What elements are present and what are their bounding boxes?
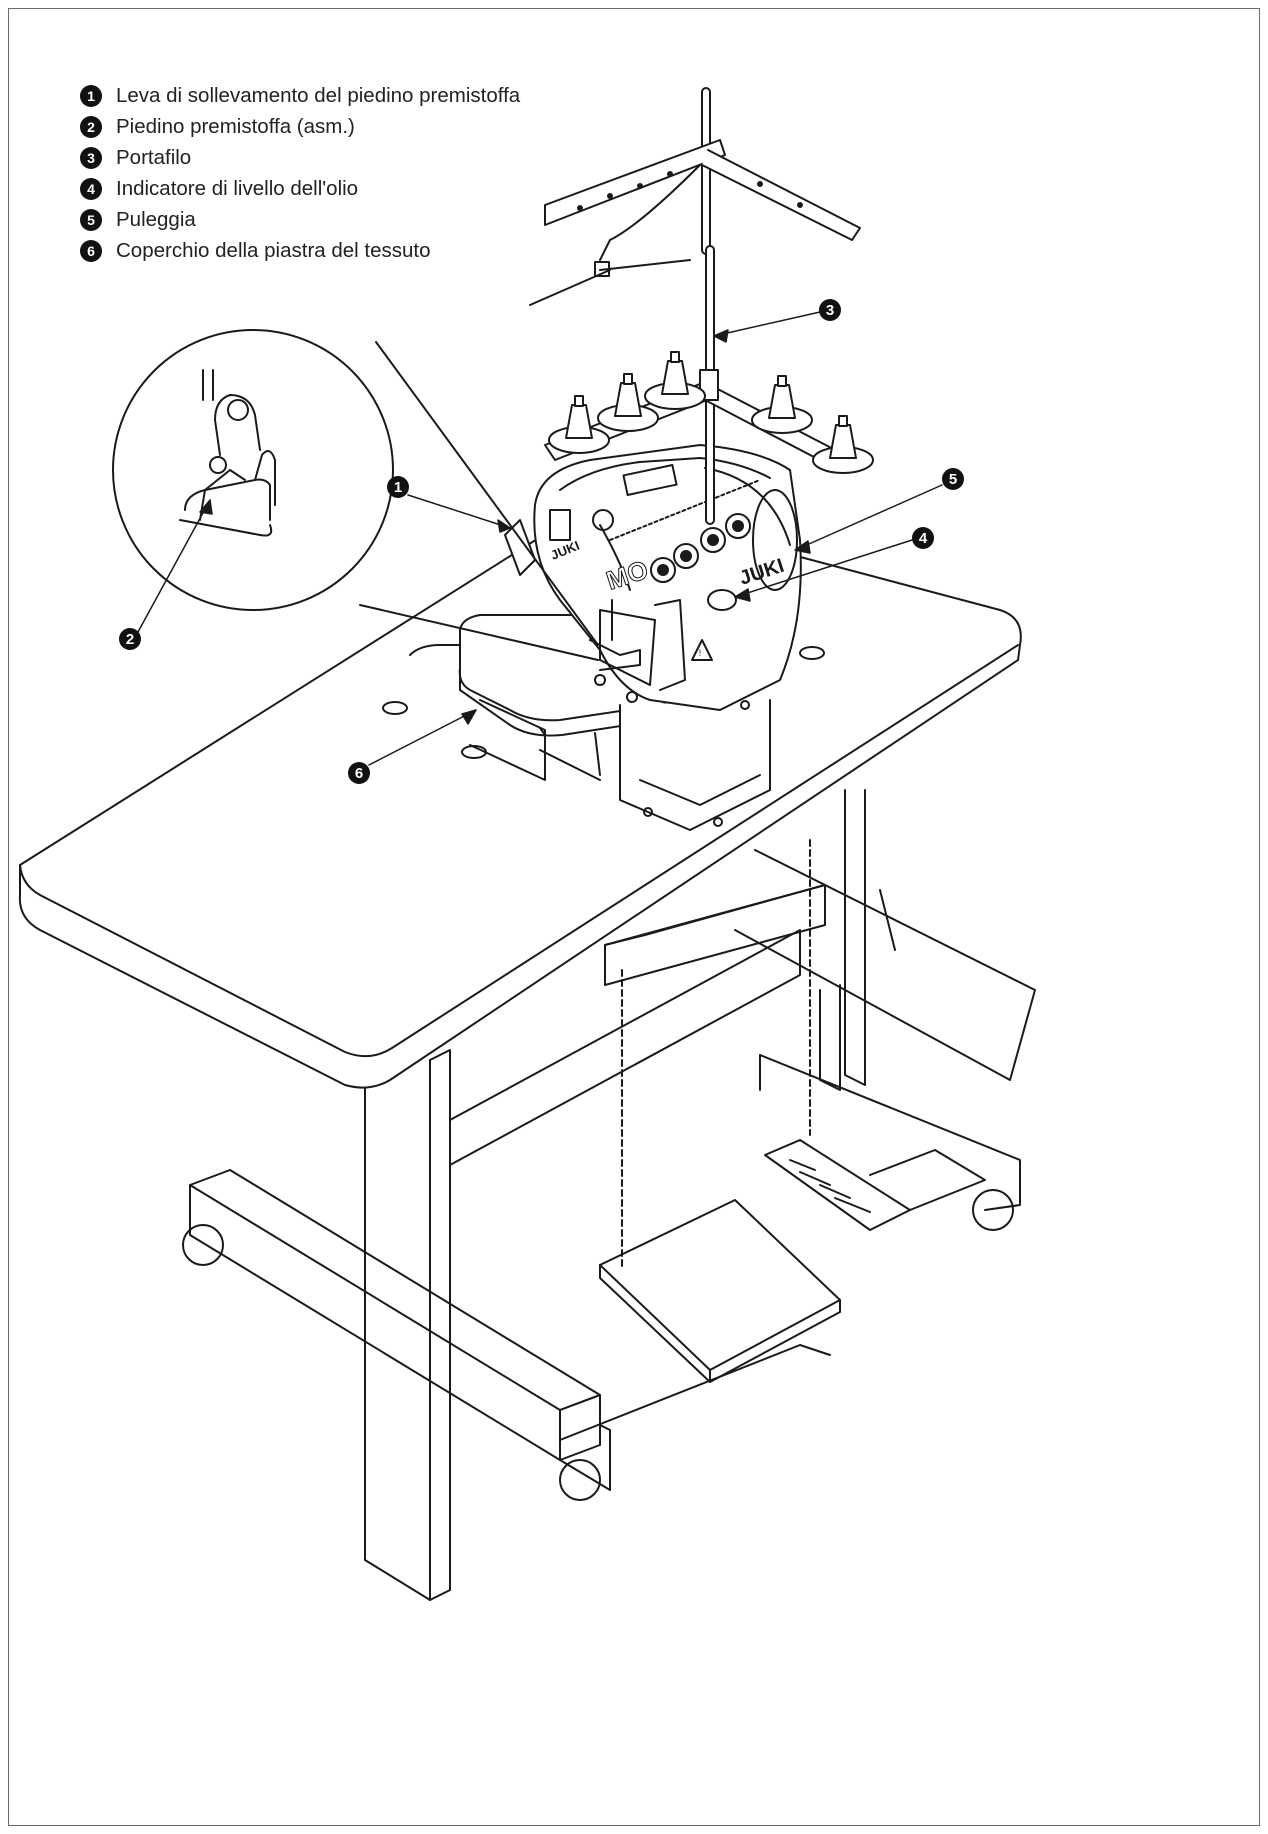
legend-item-2: 2 Piedino premistoffa (asm.) — [80, 111, 520, 142]
overlock-machine-head: ! JUKI JUKI MO — [504, 444, 802, 711]
leader-2 — [137, 499, 211, 633]
legend-number-badge: 4 — [80, 177, 102, 200]
pedal — [599, 1199, 841, 1383]
svg-text:4: 4 — [919, 530, 928, 547]
foot-pedal-plate — [764, 1139, 986, 1231]
legend-item-1: 1 Leva di sollevamento del piedino premi… — [80, 80, 520, 111]
legend-label: Leva di sollevamento del piedino premist… — [116, 83, 521, 107]
svg-text:1: 1 — [394, 479, 402, 496]
legend-number-badge: 5 — [80, 208, 102, 231]
callout-1: 1 — [387, 476, 409, 498]
leader-6 — [368, 709, 477, 766]
legend-label: Puleggia — [116, 207, 196, 231]
legend-item-3: 3 Portafilo — [80, 142, 520, 173]
leader-4 — [734, 539, 913, 598]
legend-number-badge: 2 — [80, 115, 102, 138]
legend-item-5: 5 Puleggia — [80, 204, 520, 235]
legend-label: Indicatore di livello dell'olio — [116, 176, 359, 200]
legend-item-4: 4 Indicatore di livello dell'olio — [80, 173, 520, 204]
svg-text:6: 6 — [355, 765, 363, 782]
callout-badges: 1 2 3 4 5 6 — [119, 299, 964, 784]
callout-5: 5 — [942, 468, 964, 490]
legend-number-badge: 6 — [80, 239, 102, 262]
leader-3 — [713, 311, 821, 337]
legend-number-badge: 1 — [80, 84, 102, 107]
legend-label: Portafilo — [116, 145, 192, 169]
svg-text:3: 3 — [826, 302, 834, 319]
thread-spools — [548, 351, 874, 474]
presser-foot-magnifier — [112, 329, 599, 661]
callout-4: 4 — [912, 527, 934, 549]
leader-1 — [407, 494, 511, 529]
callout-6: 6 — [348, 762, 370, 784]
warning-icon: ! — [699, 648, 702, 658]
table-stand — [182, 789, 1036, 1601]
page-frame — [8, 8, 1260, 1826]
legend-label: Coperchio della piastra del tessuto — [116, 238, 431, 262]
parts-legend: 1 Leva di sollevamento del piedino premi… — [80, 80, 520, 266]
callout-leaders — [137, 311, 943, 766]
legend-number-badge: 3 — [80, 146, 102, 169]
svg-text:5: 5 — [949, 471, 957, 488]
callout-3: 3 — [819, 299, 841, 321]
treadle-rods — [621, 839, 811, 1269]
legend-item-6: 6 Coperchio della piastra del tessuto — [80, 235, 520, 266]
legend-label: Piedino premistoffa (asm.) — [116, 114, 355, 138]
callout-2: 2 — [119, 628, 141, 650]
table-top — [18, 505, 1022, 1089]
leader-5 — [799, 484, 943, 549]
svg-text:2: 2 — [126, 631, 134, 648]
